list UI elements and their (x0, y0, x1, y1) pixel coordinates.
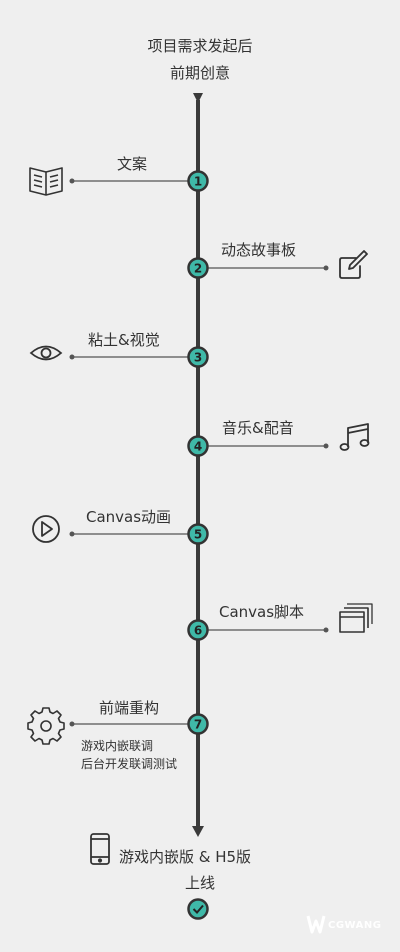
step-node-3: 3 (187, 346, 209, 368)
watermark: CGWANG (306, 912, 396, 938)
footer-title: 游戏内嵌版 & H5版 (119, 848, 252, 866)
svg-text:4: 4 (194, 440, 202, 454)
step-node-7: 7 (187, 713, 209, 735)
eye-icon (29, 345, 63, 361)
step-label-3: 粘土&视觉 (88, 331, 160, 349)
svg-text:7: 7 (194, 718, 202, 732)
step-label-1: 文案 (117, 155, 148, 173)
step-node-2: 2 (187, 257, 209, 279)
windows-stack-icon (339, 603, 373, 633)
svg-text:2: 2 (194, 262, 202, 276)
step-node-4: 4 (187, 435, 209, 457)
footer-subtitle: 上线 (184, 874, 215, 892)
svg-text:3: 3 (194, 351, 202, 365)
step-label-5: Canvas动画 (86, 508, 172, 526)
step-node-5: 5 (187, 523, 209, 545)
connector-2 (208, 265, 329, 271)
step-7-subline-1: 游戏内嵌联调 (81, 739, 154, 753)
connector-7 (69, 721, 188, 727)
step-label-4: 音乐&配音 (222, 419, 294, 437)
connector-5 (69, 531, 188, 537)
watermark-text: CGWANG (328, 920, 382, 931)
step-node-6: 6 (187, 619, 209, 641)
launch-check-icon (187, 898, 209, 920)
play-icon (32, 515, 60, 543)
gear-icon (27, 707, 65, 745)
connector-3 (69, 354, 188, 360)
start-arrow (193, 93, 203, 103)
svg-text:6: 6 (194, 624, 202, 638)
connector-6 (208, 627, 329, 633)
step-7-subline-2: 后台开发联调测试 (81, 757, 178, 771)
connector-1 (69, 178, 188, 184)
edit-icon (339, 250, 368, 279)
end-arrow (192, 826, 204, 837)
book-icon (29, 167, 63, 196)
step-label-6: Canvas脚本 (219, 603, 305, 621)
step-label-2: 动态故事板 (221, 241, 297, 259)
svg-text:5: 5 (194, 528, 202, 542)
watermark-logo-icon (306, 915, 326, 934)
header-subtitle: 前期创意 (169, 64, 230, 82)
svg-text:1: 1 (194, 175, 202, 189)
step-node-1: 1 (187, 170, 209, 192)
header-title: 项目需求发起后 (147, 37, 253, 55)
step-label-7: 前端重构 (99, 699, 160, 717)
music-note-icon (339, 423, 370, 451)
connector-4 (208, 443, 329, 449)
tablet-icon (90, 833, 110, 865)
